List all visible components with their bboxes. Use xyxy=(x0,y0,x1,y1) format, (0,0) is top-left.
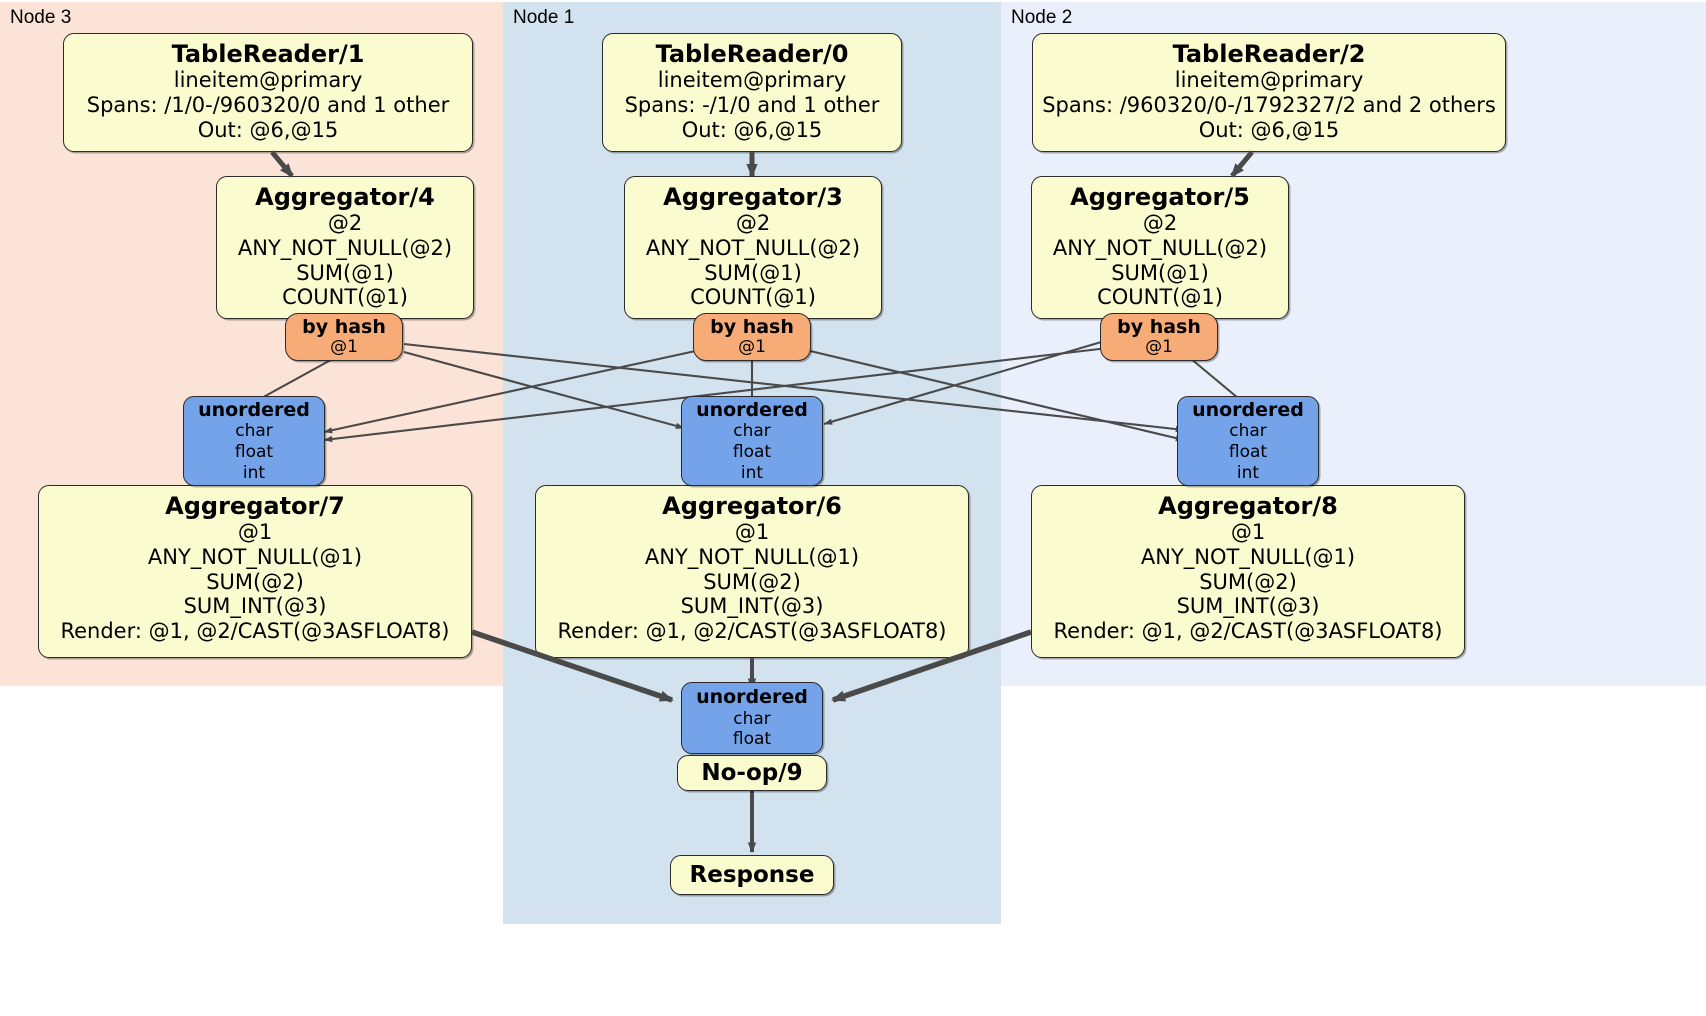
aggregator-7-title: Aggregator/7 xyxy=(165,492,345,520)
table-reader-2-spans: Spans: /960320/0-/1792327/2 and 2 others xyxy=(1042,92,1496,117)
aggregator-4-agg-1: ANY_NOT_NULL(@2) xyxy=(237,235,453,260)
aggregator-7-agg-1: ANY_NOT_NULL(@1) xyxy=(147,544,363,569)
receiver-node-1-title: unordered xyxy=(696,398,808,421)
router-by-hash-node-2[interactable]: by hash @1 xyxy=(1100,313,1218,361)
aggregator-3-agg-1: ANY_NOT_NULL(@2) xyxy=(645,235,861,260)
aggregator-4-group: @2 xyxy=(327,211,363,236)
aggregator-3-agg-3: COUNT(@1) xyxy=(690,285,816,310)
aggregator-8-title: Aggregator/8 xyxy=(1158,492,1338,520)
receiver-final-title: unordered xyxy=(696,685,808,708)
table-reader-0-out: Out: @6,@15 xyxy=(681,117,823,142)
aggregator-6-render: Render: @1, @2/CAST(@3ASFLOAT8) xyxy=(557,619,947,644)
panel-node-2-label: Node 2 xyxy=(1011,7,1073,28)
aggregator-8-agg-3: SUM_INT(@3) xyxy=(1176,594,1320,619)
table-reader-1-out: Out: @6,@15 xyxy=(197,117,339,142)
aggregator-6-group: @1 xyxy=(734,520,770,545)
aggregator-5-agg-3: COUNT(@1) xyxy=(1097,285,1223,310)
receiver-final-type-2: float xyxy=(732,729,772,750)
aggregator-3-agg-2: SUM(@1) xyxy=(704,260,802,285)
receiver-node-3-type-2: float xyxy=(234,442,274,463)
aggregator-7-box[interactable]: Aggregator/7 @1 ANY_NOT_NULL(@1) SUM(@2)… xyxy=(38,485,472,658)
router-node-3-title: by hash xyxy=(302,315,386,338)
receiver-unordered-node-3[interactable]: unordered char float int xyxy=(183,396,325,486)
aggregator-8-render: Render: @1, @2/CAST(@3ASFLOAT8) xyxy=(1053,619,1443,644)
aggregator-5-agg-1: ANY_NOT_NULL(@2) xyxy=(1052,235,1268,260)
receiver-unordered-node-1[interactable]: unordered char float int xyxy=(681,396,823,486)
receiver-node-2-type-2: float xyxy=(1228,442,1268,463)
table-reader-0-box[interactable]: TableReader/0 lineitem@primary Spans: -/… xyxy=(602,33,902,152)
aggregator-3-group: @2 xyxy=(735,211,771,236)
aggregator-8-box[interactable]: Aggregator/8 @1 ANY_NOT_NULL(@1) SUM(@2)… xyxy=(1031,485,1465,658)
receiver-unordered-final[interactable]: unordered char float xyxy=(681,682,823,754)
panel-node-3-label: Node 3 xyxy=(10,7,72,28)
table-reader-1-table: lineitem@primary xyxy=(173,68,363,93)
aggregator-4-box[interactable]: Aggregator/4 @2 ANY_NOT_NULL(@2) SUM(@1)… xyxy=(216,176,474,319)
receiver-final-type-1: char xyxy=(733,708,771,729)
receiver-node-2-title: unordered xyxy=(1192,398,1304,421)
aggregator-3-title: Aggregator/3 xyxy=(663,183,843,211)
aggregator-5-title: Aggregator/5 xyxy=(1070,183,1250,211)
router-node-2-column: @1 xyxy=(1145,336,1173,357)
table-reader-2-out: Out: @6,@15 xyxy=(1198,117,1340,142)
aggregator-5-group: @2 xyxy=(1142,211,1178,236)
table-reader-0-title: TableReader/0 xyxy=(655,40,849,68)
router-node-3-column: @1 xyxy=(330,336,358,357)
response-box[interactable]: Response xyxy=(670,855,834,895)
no-op-9-title: No-op/9 xyxy=(701,759,803,786)
aggregator-8-group: @1 xyxy=(1230,520,1266,545)
aggregator-7-group: @1 xyxy=(237,520,273,545)
table-reader-2-box[interactable]: TableReader/2 lineitem@primary Spans: /9… xyxy=(1032,33,1506,152)
table-reader-0-table: lineitem@primary xyxy=(657,68,847,93)
aggregator-4-agg-3: COUNT(@1) xyxy=(282,285,408,310)
receiver-node-3-title: unordered xyxy=(198,398,310,421)
aggregator-3-box[interactable]: Aggregator/3 @2 ANY_NOT_NULL(@2) SUM(@1)… xyxy=(624,176,882,319)
aggregator-8-agg-2: SUM(@2) xyxy=(1199,569,1297,594)
aggregator-7-render: Render: @1, @2/CAST(@3ASFLOAT8) xyxy=(60,619,450,644)
receiver-node-1-type-3: int xyxy=(740,462,764,483)
aggregator-7-agg-3: SUM_INT(@3) xyxy=(183,594,327,619)
router-by-hash-node-3[interactable]: by hash @1 xyxy=(285,313,403,361)
response-title: Response xyxy=(689,861,815,888)
receiver-node-3-type-1: char xyxy=(235,421,273,442)
receiver-node-1-type-1: char xyxy=(733,421,771,442)
aggregator-4-agg-2: SUM(@1) xyxy=(296,260,394,285)
aggregator-4-title: Aggregator/4 xyxy=(255,183,435,211)
aggregator-8-agg-1: ANY_NOT_NULL(@1) xyxy=(1140,544,1356,569)
aggregator-6-agg-1: ANY_NOT_NULL(@1) xyxy=(644,544,860,569)
panel-node-1-label: Node 1 xyxy=(513,7,575,28)
table-reader-1-spans: Spans: /1/0-/960320/0 and 1 other xyxy=(86,92,450,117)
no-op-9-box[interactable]: No-op/9 xyxy=(677,755,827,791)
table-reader-2-table: lineitem@primary xyxy=(1174,68,1364,93)
table-reader-1-title: TableReader/1 xyxy=(171,40,365,68)
router-node-2-title: by hash xyxy=(1117,315,1201,338)
aggregator-6-agg-3: SUM_INT(@3) xyxy=(680,594,824,619)
aggregator-5-agg-2: SUM(@1) xyxy=(1111,260,1209,285)
router-node-1-title: by hash xyxy=(710,315,794,338)
receiver-node-1-type-2: float xyxy=(732,442,772,463)
table-reader-1-box[interactable]: TableReader/1 lineitem@primary Spans: /1… xyxy=(63,33,473,152)
table-reader-0-spans: Spans: -/1/0 and 1 other xyxy=(624,92,880,117)
receiver-node-2-type-3: int xyxy=(1236,462,1260,483)
router-by-hash-node-1[interactable]: by hash @1 xyxy=(693,313,811,361)
aggregator-6-box[interactable]: Aggregator/6 @1 ANY_NOT_NULL(@1) SUM(@2)… xyxy=(535,485,969,658)
receiver-node-3-type-3: int xyxy=(242,462,266,483)
router-node-1-column: @1 xyxy=(738,336,766,357)
aggregator-5-box[interactable]: Aggregator/5 @2 ANY_NOT_NULL(@2) SUM(@1)… xyxy=(1031,176,1289,319)
aggregator-7-agg-2: SUM(@2) xyxy=(206,569,304,594)
aggregator-6-title: Aggregator/6 xyxy=(662,492,842,520)
aggregator-6-agg-2: SUM(@2) xyxy=(703,569,801,594)
receiver-unordered-node-2[interactable]: unordered char float int xyxy=(1177,396,1319,486)
receiver-node-2-type-1: char xyxy=(1229,421,1267,442)
table-reader-2-title: TableReader/2 xyxy=(1172,40,1366,68)
